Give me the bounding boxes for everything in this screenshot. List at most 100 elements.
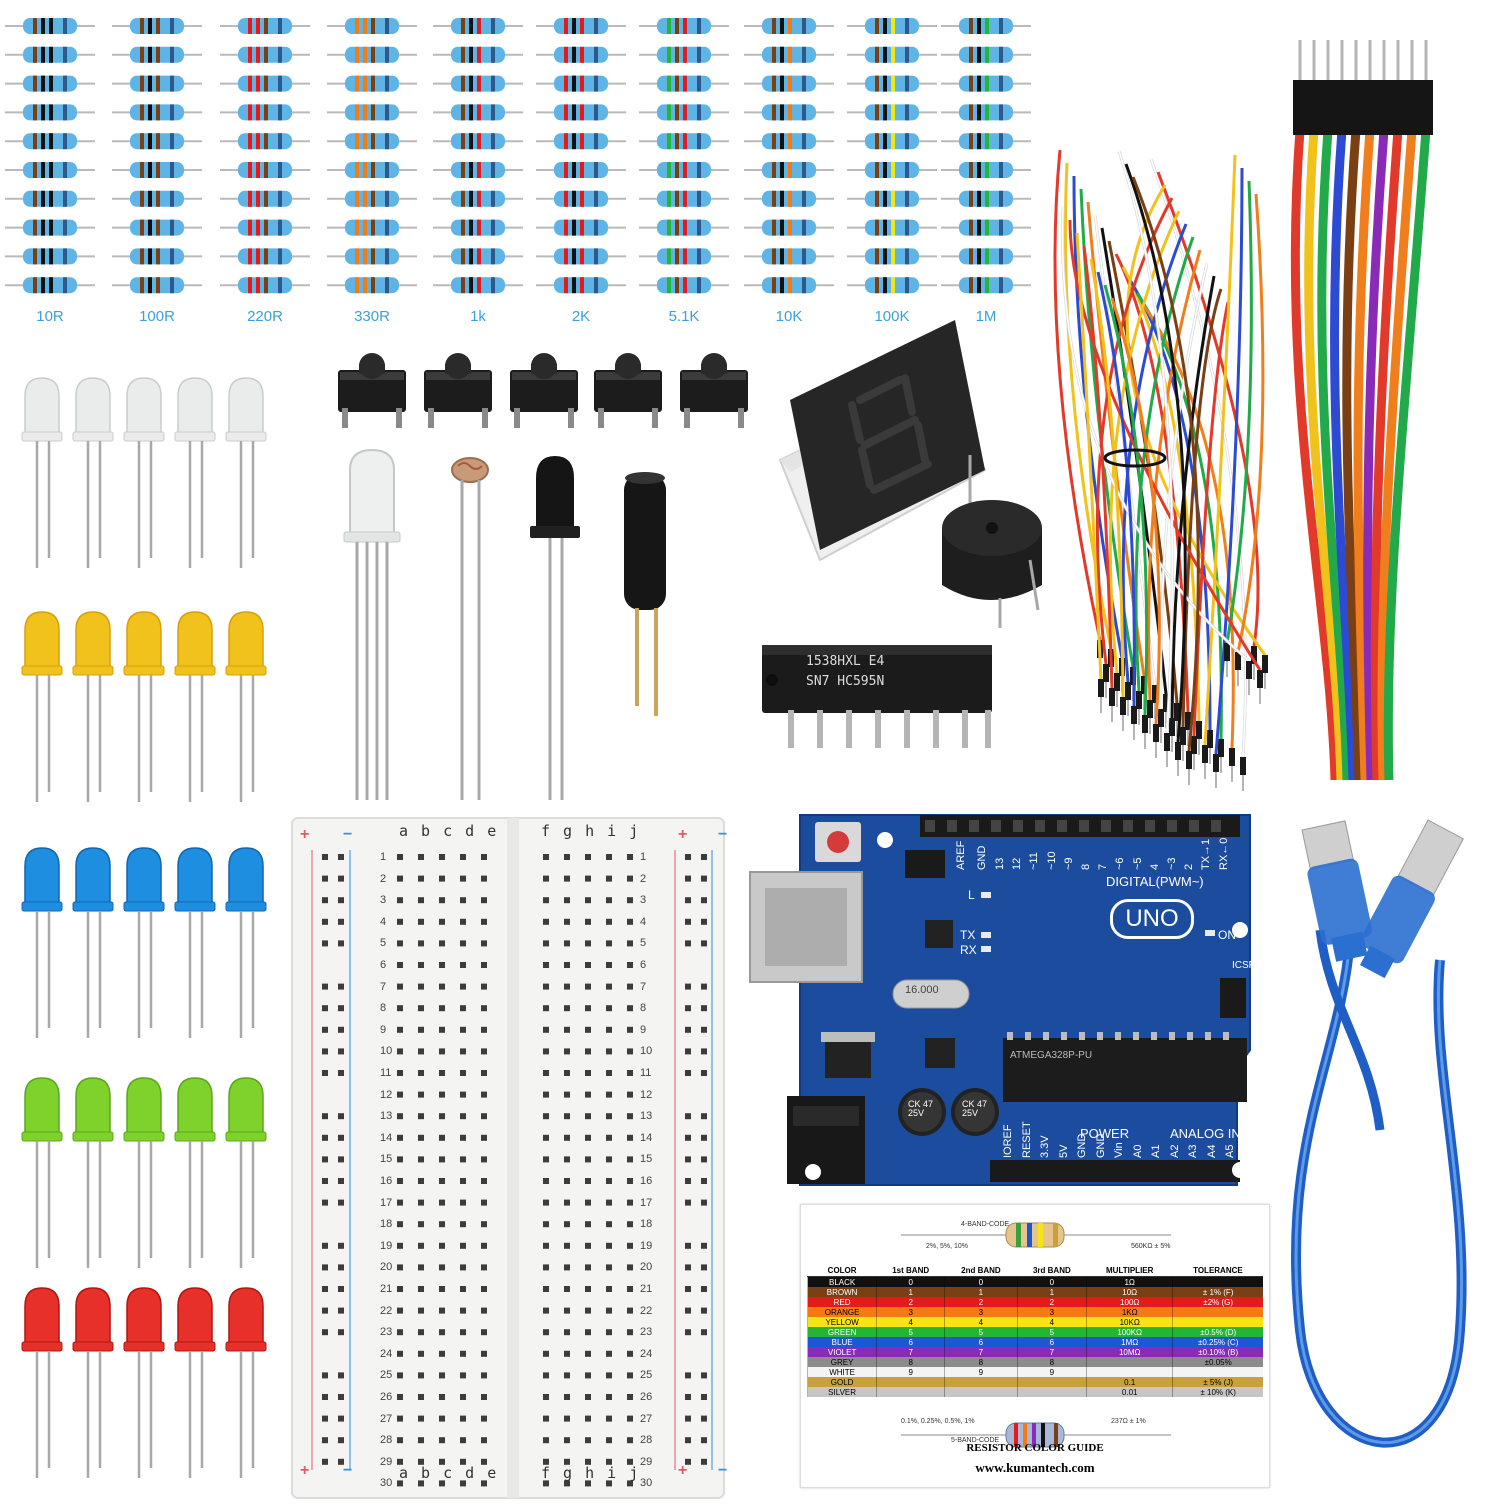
row-number: 30	[640, 1477, 653, 1490]
blue-led	[123, 847, 165, 1038]
table-cell: 8	[876, 1357, 945, 1367]
resistor	[327, 162, 417, 178]
table-cell	[944, 1377, 1018, 1387]
yellow-led	[21, 611, 63, 802]
table-cell: 4	[876, 1317, 945, 1327]
row-number: 3	[640, 894, 647, 907]
table-cell: ±2% (G)	[1172, 1297, 1263, 1307]
table-cell	[1172, 1317, 1263, 1327]
row-number: 29	[380, 1455, 393, 1468]
table-header: COLOR	[807, 1265, 877, 1277]
table-cell: 1MΩ	[1086, 1337, 1173, 1347]
jumper-wire	[1131, 176, 1200, 785]
bottom-pin-label: A5	[1224, 1144, 1236, 1158]
table-cell: 5	[944, 1327, 1018, 1337]
table-header: 1st BAND	[876, 1265, 945, 1277]
resistor	[639, 277, 729, 294]
table-cell: VIOLET	[806, 1347, 877, 1357]
table-cell: ±0.25% (C)	[1172, 1337, 1263, 1347]
five-band-code: 5-BAND-CODE	[951, 1437, 1000, 1444]
table-cell: 100KΩ	[1086, 1327, 1173, 1337]
table-cell: 3	[944, 1307, 1018, 1317]
row-number: 27	[640, 1412, 653, 1425]
resistor	[220, 133, 310, 150]
jumper-wire	[1134, 236, 1195, 725]
resistor	[536, 190, 626, 207]
digital-pin-label: ~10	[1045, 851, 1058, 870]
green-led	[21, 1077, 63, 1268]
resistor-value-label: 330R	[354, 308, 390, 325]
table-cell: 5	[1016, 1327, 1087, 1337]
table-cell: ±0.5% (D)	[1172, 1327, 1263, 1337]
row-number: 3	[380, 894, 387, 907]
row-number: 7	[640, 980, 647, 993]
jumper-wire	[1235, 193, 1265, 686]
row-number: 12	[640, 1088, 653, 1101]
resistor	[5, 18, 95, 34]
row-number: 10	[380, 1045, 393, 1058]
red-led	[123, 1287, 165, 1478]
digital-pin-label: 4	[1148, 863, 1161, 870]
table-cell: ±0.10% (B)	[1172, 1347, 1263, 1357]
table-cell: 6	[944, 1337, 1018, 1347]
digital-label: DIGITAL(PWM~)	[1106, 874, 1204, 889]
resistor	[536, 219, 626, 236]
resistor	[744, 46, 834, 63]
arduino-uno-board	[749, 814, 1251, 1186]
digital-pin-label: 8	[1080, 863, 1092, 870]
resistor	[327, 190, 417, 207]
table-cell: 10KΩ	[1086, 1317, 1173, 1327]
red-led	[21, 1287, 63, 1478]
resistor	[744, 104, 834, 121]
resistor	[847, 18, 937, 34]
capacitor-label: CK 47 25V	[908, 1099, 934, 1118]
resistor	[220, 277, 310, 294]
bottom-pin-label: A2	[1168, 1144, 1181, 1158]
resistor	[112, 248, 202, 265]
resistor	[536, 75, 626, 92]
table-cell: ± 10% (K)	[1172, 1387, 1263, 1397]
resistor	[847, 190, 937, 207]
row-number: 22	[380, 1304, 393, 1317]
minus-sign: −	[343, 1462, 353, 1479]
jumper-wire	[1147, 249, 1202, 734]
dupont-wire	[1353, 40, 1377, 781]
jumper-wire	[1068, 219, 1263, 704]
resistor	[433, 46, 523, 63]
bottom-pin-label: A1	[1150, 1144, 1162, 1158]
row-number: 21	[640, 1283, 653, 1295]
jumper-wires	[1053, 40, 1433, 791]
table-header: TOLERANCE	[1172, 1265, 1263, 1277]
row-number: 20	[640, 1261, 653, 1274]
red-led	[225, 1287, 267, 1478]
capacitor-label: CK 47 25V	[962, 1099, 988, 1118]
mcu-label: ATMEGA328P-PU	[1010, 1050, 1093, 1061]
digital-pin-label: 2	[1183, 863, 1196, 870]
plus-sign: +	[678, 826, 688, 843]
blue-led	[72, 847, 114, 1038]
resistor	[112, 133, 202, 150]
table-cell: 4	[1016, 1317, 1087, 1327]
resistor	[941, 75, 1031, 92]
push-buttons	[338, 353, 748, 428]
row-number: 19	[640, 1239, 653, 1252]
jumper-wire	[1082, 245, 1115, 722]
resistor	[5, 219, 95, 236]
photoresistor	[451, 457, 489, 800]
row-number: 4	[380, 915, 387, 928]
table-cell: 3	[1016, 1307, 1087, 1317]
resistor-value-label: 100R	[139, 308, 175, 325]
yellow-led	[174, 611, 216, 802]
resistor	[112, 162, 202, 178]
breadboard-columns-left: a b c d e	[399, 822, 499, 840]
dupont-wire	[1370, 40, 1405, 781]
resistor	[5, 46, 95, 63]
green-led	[72, 1077, 114, 1268]
resistor	[744, 133, 834, 150]
